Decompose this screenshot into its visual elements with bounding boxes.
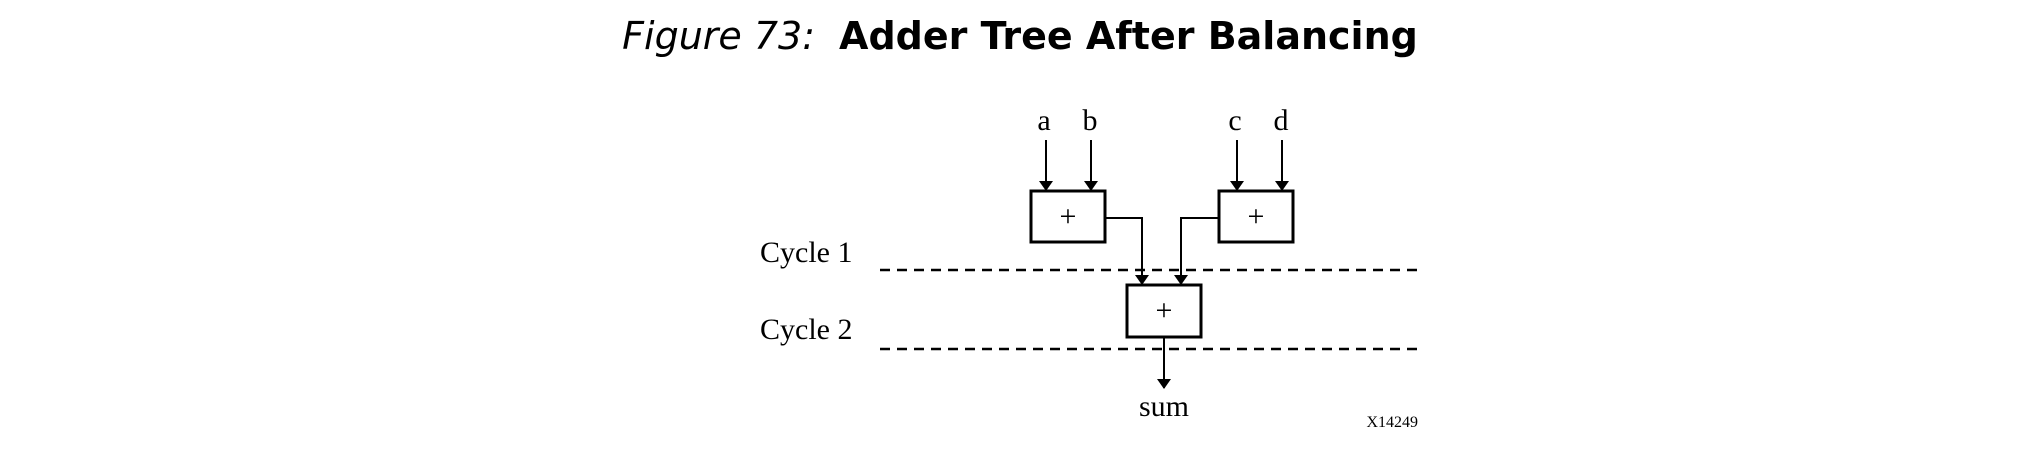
figure-title: Adder Tree After Balancing	[839, 14, 1418, 58]
input-label-c: c	[1228, 104, 1241, 137]
input-label-d: d	[1274, 104, 1289, 137]
figure-id: X14249	[1366, 414, 1418, 431]
figure-caption: Figure 73: Adder Tree After Balancing	[0, 14, 2040, 58]
figure-number: Figure 73:	[622, 14, 816, 58]
adder-2-box: +	[1217, 189, 1295, 244]
input-label-b: b	[1083, 104, 1098, 137]
output-label-sum: sum	[1139, 390, 1189, 423]
adder-3-box: +	[1125, 283, 1203, 339]
adder-1-symbol: +	[1060, 200, 1077, 233]
input-label-a: a	[1037, 104, 1050, 137]
adder-3-symbol: +	[1156, 294, 1173, 327]
adder-1-box: +	[1029, 189, 1107, 244]
cycle-2-label: Cycle 2	[760, 313, 852, 346]
arrow-adder-2-to-adder-3	[1174, 217, 1219, 285]
adder-2-symbol: +	[1248, 200, 1265, 233]
cycle-1-label: Cycle 1	[760, 236, 852, 269]
arrow-adder-1-to-adder-3	[1105, 217, 1149, 285]
